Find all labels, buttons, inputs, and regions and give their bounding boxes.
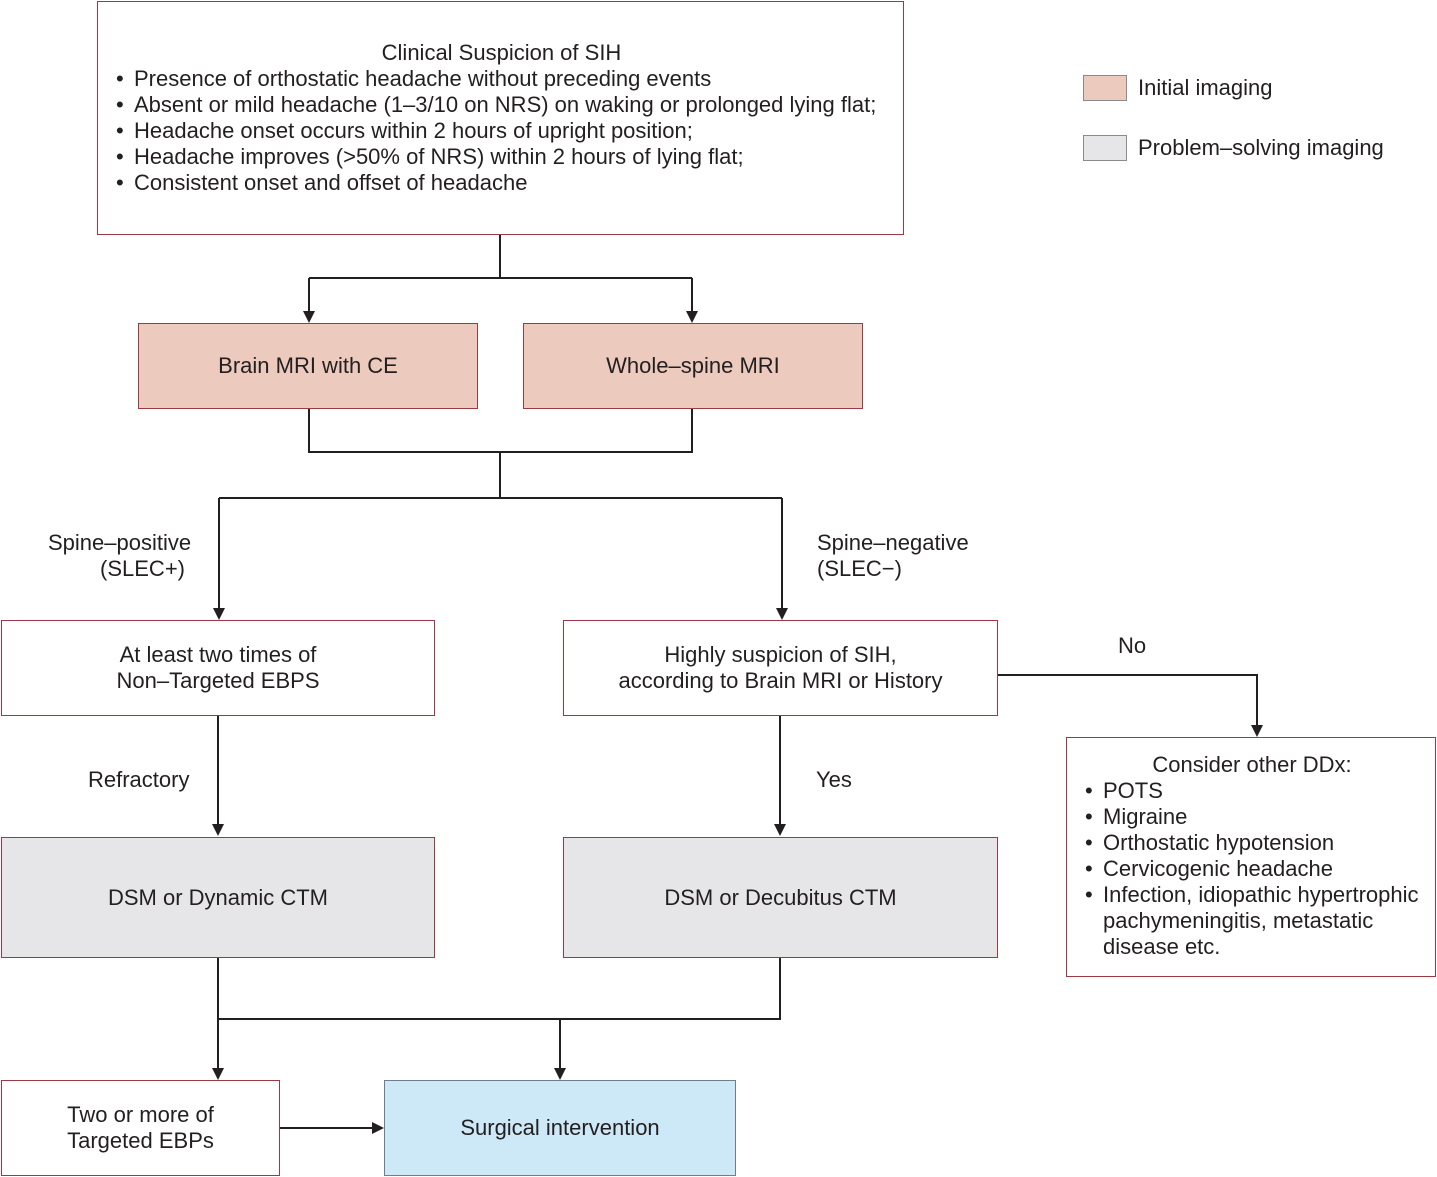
ddx-list: POTS Migraine Orthostatic hypotension Ce… — [1083, 778, 1421, 960]
clinical-criterion: Presence of orthostatic headache without… — [114, 66, 876, 92]
refractory-label: Refractory — [88, 767, 190, 792]
arrow-no-to-ddx — [997, 674, 1263, 737]
ddx-title: Consider other DDx: — [1152, 752, 1352, 777]
dsm-decubitus-ctm-label: DSM or Decubitus CTM — [664, 884, 897, 910]
targeted-line1: Two or more of — [67, 1102, 214, 1127]
brain-mri-box: Brain MRI with CE — [138, 323, 478, 409]
targeted-ebp-box: Two or more of Targeted EBPs — [1, 1080, 280, 1176]
whole-spine-mri-label: Whole–spine MRI — [606, 353, 780, 378]
ddx-item-line2: pachymeningitis, metastatic — [1103, 908, 1374, 933]
yes-label: Yes — [816, 767, 852, 792]
other-ddx-box: Consider other DDx: POTS Migraine Orthos… — [1066, 737, 1436, 977]
ddx-item: Orthostatic hypotension — [1083, 830, 1421, 856]
non-targeted-line1: At least two times of — [119, 642, 317, 667]
ddx-item: POTS — [1083, 778, 1421, 804]
dsm-decubitus-ctm-box: DSM or Decubitus CTM — [563, 837, 998, 958]
high-suspicion-line2: according to Brain MRI or History — [618, 668, 943, 693]
spine-negative-label: Spine–negative (SLEC−) — [817, 530, 969, 581]
clinical-suspicion-title: Clinical Suspicion of SIH — [381, 40, 622, 65]
ddx-item-line1: Infection, idiopathic hypertrophic — [1103, 882, 1419, 907]
connector-clinical-split — [309, 235, 692, 279]
legend-label-initial: Initial imaging — [1138, 75, 1273, 100]
spine-positive-label: Spine–positive (SLEC+) — [48, 530, 192, 581]
ddx-item: Infection, idiopathic hypertrophic pachy… — [1083, 882, 1421, 960]
ddx-item: Migraine — [1083, 804, 1421, 830]
clinical-criteria-list: Presence of orthostatic headache without… — [114, 66, 876, 196]
clinical-criterion: Consistent onset and offset of headache — [114, 170, 876, 196]
dsm-dynamic-ctm-box: DSM or Dynamic CTM — [1, 837, 435, 958]
dsm-dynamic-ctm-label: DSM or Dynamic CTM — [107, 884, 328, 910]
ddx-item: Cervicogenic headache — [1083, 856, 1421, 882]
legend-label-problem: Problem–solving imaging — [1138, 135, 1384, 160]
clinical-criterion: Absent or mild headache (1–3/10 on NRS) … — [114, 92, 876, 118]
high-suspicion-line1: Highly suspicion of SIH, — [664, 642, 897, 667]
whole-spine-mri-box: Whole–spine MRI — [523, 323, 863, 409]
legend-swatch-problem — [1083, 135, 1127, 161]
high-suspicion-box: Highly suspicion of SIH, according to Br… — [563, 620, 998, 716]
surgical-intervention-label: Surgical intervention — [460, 1115, 660, 1140]
non-targeted-line2: Non–Targeted EBPS — [116, 668, 320, 693]
legend-swatch-initial — [1083, 75, 1127, 101]
clinical-criterion: Headache onset occurs within 2 hours of … — [114, 118, 876, 144]
clinical-suspicion-box: Clinical Suspicion of SIH Presence of or… — [97, 1, 904, 235]
non-targeted-ebp-box: At least two times of Non–Targeted EBPS — [1, 620, 435, 716]
ddx-item-line3: disease etc. — [1103, 934, 1221, 959]
surgical-intervention-box: Surgical intervention — [384, 1080, 736, 1176]
connector-imaging-merge — [219, 408, 782, 499]
connector-bottom-merge — [217, 957, 781, 1020]
targeted-line2: Targeted EBPs — [67, 1128, 214, 1153]
no-label: No — [1118, 633, 1147, 658]
clinical-criterion: Headache improves (>50% of NRS) within 2… — [114, 144, 876, 170]
brain-mri-label: Brain MRI with CE — [218, 353, 398, 378]
